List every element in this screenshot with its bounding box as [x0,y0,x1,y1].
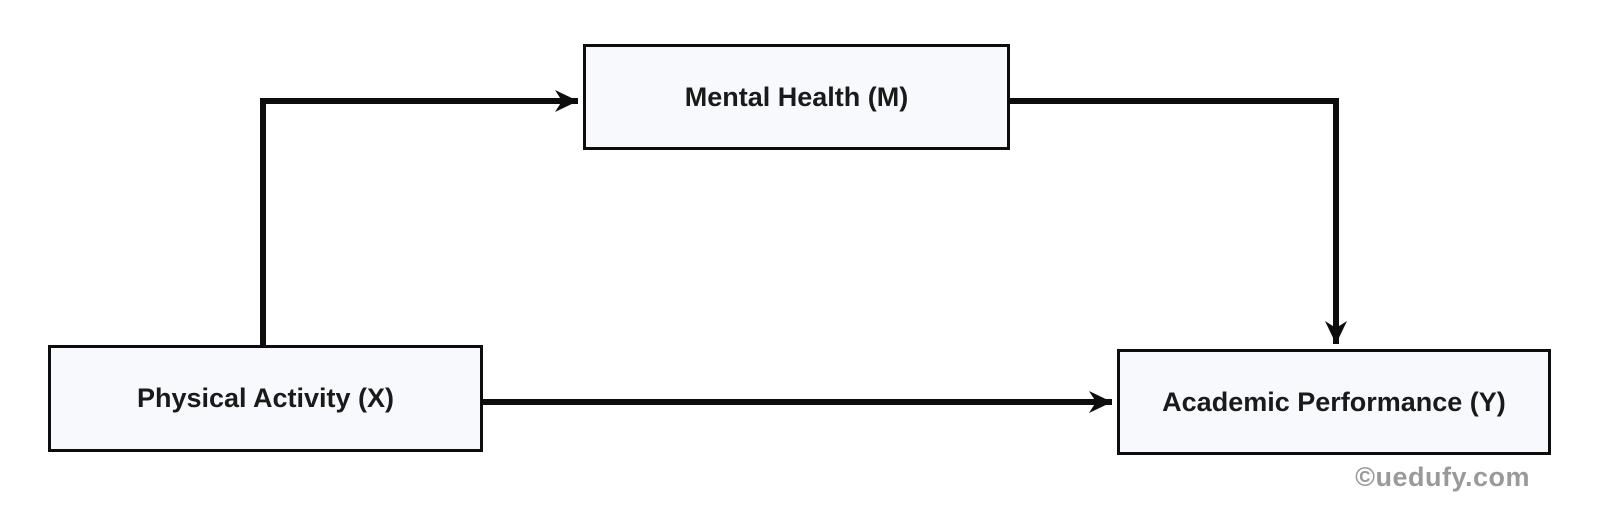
watermark-text: ©uedufy.com [1355,462,1530,492]
edge-m-to-y-arrow [1010,98,1347,344]
edge-x-to-m-arrow [260,90,578,347]
node-label-academic-performance: Academic Performance (Y) [1162,386,1506,417]
node-label-mental-health: Mental Health (M) [684,81,909,112]
node-label-physical-activity: Physical Activity (X) [136,383,395,413]
node-mediator-mental-health: Mental Health (M) [583,44,1010,150]
node-dependent-academic-performance: Academic Performance (Y) [1117,349,1551,455]
node-independent-physical-activity: Physical Activity (X) [48,345,483,452]
